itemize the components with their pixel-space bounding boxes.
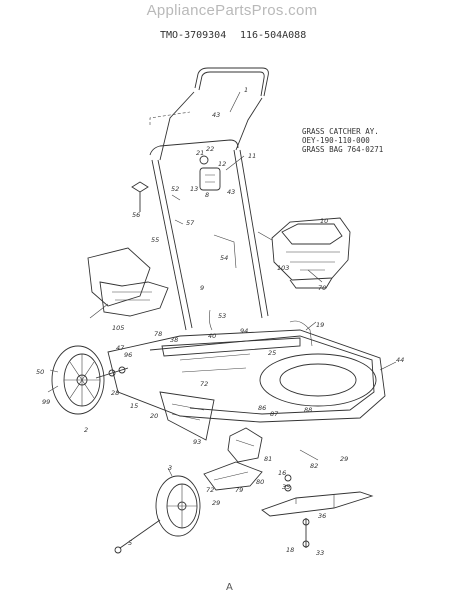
grass-catcher-bag <box>87 247 169 317</box>
callout-28: 28 <box>111 389 119 397</box>
front-wheel <box>155 467 201 537</box>
callout-15: 15 <box>130 402 138 410</box>
callout-88: 88 <box>304 406 312 414</box>
callout-44: 44 <box>396 356 404 364</box>
callout-38: 38 <box>170 336 178 344</box>
callout-11: 11 <box>248 152 256 160</box>
callout-18: 18 <box>286 546 294 554</box>
callout-20: 20 <box>150 412 158 420</box>
callout-55: 55 <box>151 236 159 244</box>
callout-103: 103 <box>277 264 289 272</box>
callout-2: 2 <box>84 426 88 434</box>
callout-35: 35 <box>282 483 290 491</box>
callout-72b: 72 <box>206 486 214 494</box>
callout-1: 1 <box>244 86 248 94</box>
callout-36: 36 <box>318 512 326 520</box>
callout-25: 25 <box>268 349 276 357</box>
callout-47: 47 <box>116 344 125 352</box>
callout-105: 105 <box>112 324 124 332</box>
grass-catcher-title: GRASS CATCHER AY. <box>302 127 379 136</box>
callout-43b: 43 <box>227 188 235 196</box>
blade-hardware <box>284 449 319 492</box>
callout-40: 40 <box>208 332 216 340</box>
callout-10: 10 <box>320 217 328 225</box>
callout-50: 50 <box>36 368 44 376</box>
callout-43: 43 <box>212 111 220 119</box>
handle-knob <box>131 181 184 225</box>
callout-52: 52 <box>171 185 179 193</box>
callout-19: 19 <box>316 321 324 329</box>
height-adjuster-bracket <box>203 461 263 491</box>
lower-handle <box>149 139 269 331</box>
callout-3: 3 <box>168 464 172 472</box>
callout-53: 53 <box>218 312 226 320</box>
callout-80: 80 <box>256 478 264 486</box>
callout-16: 16 <box>278 469 286 477</box>
callout-54: 54 <box>220 254 228 262</box>
callout-99: 99 <box>42 398 50 406</box>
callout-12: 12 <box>218 160 226 168</box>
callout-79: 79 <box>235 486 243 494</box>
callout-57: 57 <box>186 219 195 227</box>
callout-8: 8 <box>205 191 209 199</box>
callout-13: 13 <box>190 185 198 193</box>
callout-labels: 1 43 22 21 12 11 52 13 8 43 56 57 55 10 … <box>36 86 404 557</box>
discharge-deflector <box>159 391 215 441</box>
callout-87: 87 <box>270 410 279 418</box>
callout-78: 78 <box>154 330 162 338</box>
callout-81: 81 <box>264 455 272 463</box>
blade-adapter <box>227 427 263 463</box>
callout-21: 21 <box>196 149 204 157</box>
model-number-1: TMO-3709304 <box>160 30 227 41</box>
callout-29b: 29 <box>212 499 220 507</box>
callout-70: 70 <box>318 284 326 292</box>
rear-wheel <box>47 345 105 415</box>
wheel-bolt <box>114 519 161 554</box>
mower-deck <box>107 329 386 423</box>
throttle-control <box>199 155 221 191</box>
callout-72: 72 <box>200 380 208 388</box>
callout-96: 96 <box>124 351 132 359</box>
callout-29: 29 <box>340 455 348 463</box>
axle-bolt <box>95 366 129 379</box>
mower-blade <box>261 491 374 548</box>
page-footer-label: A <box>226 582 233 593</box>
leader-lines <box>89 91 397 371</box>
callout-94: 94 <box>240 327 248 335</box>
callout-33: 33 <box>316 549 324 557</box>
callout-82: 82 <box>310 462 318 470</box>
engine <box>271 217 351 289</box>
control-cable <box>209 234 313 347</box>
watermark: AppliancePartsPros.com <box>146 2 318 19</box>
callout-56: 56 <box>132 211 140 219</box>
callout-93: 93 <box>193 438 201 446</box>
callout-5: 5 <box>128 539 132 547</box>
grass-bag-part-number: GRASS BAG 764-0271 <box>302 145 384 154</box>
callout-22: 22 <box>206 145 214 153</box>
callout-86: 86 <box>258 404 266 412</box>
grass-catcher-part-number: OEY-190-110-000 <box>302 136 370 145</box>
model-number-2: 116-504A088 <box>240 30 307 41</box>
callout-9: 9 <box>200 284 204 292</box>
